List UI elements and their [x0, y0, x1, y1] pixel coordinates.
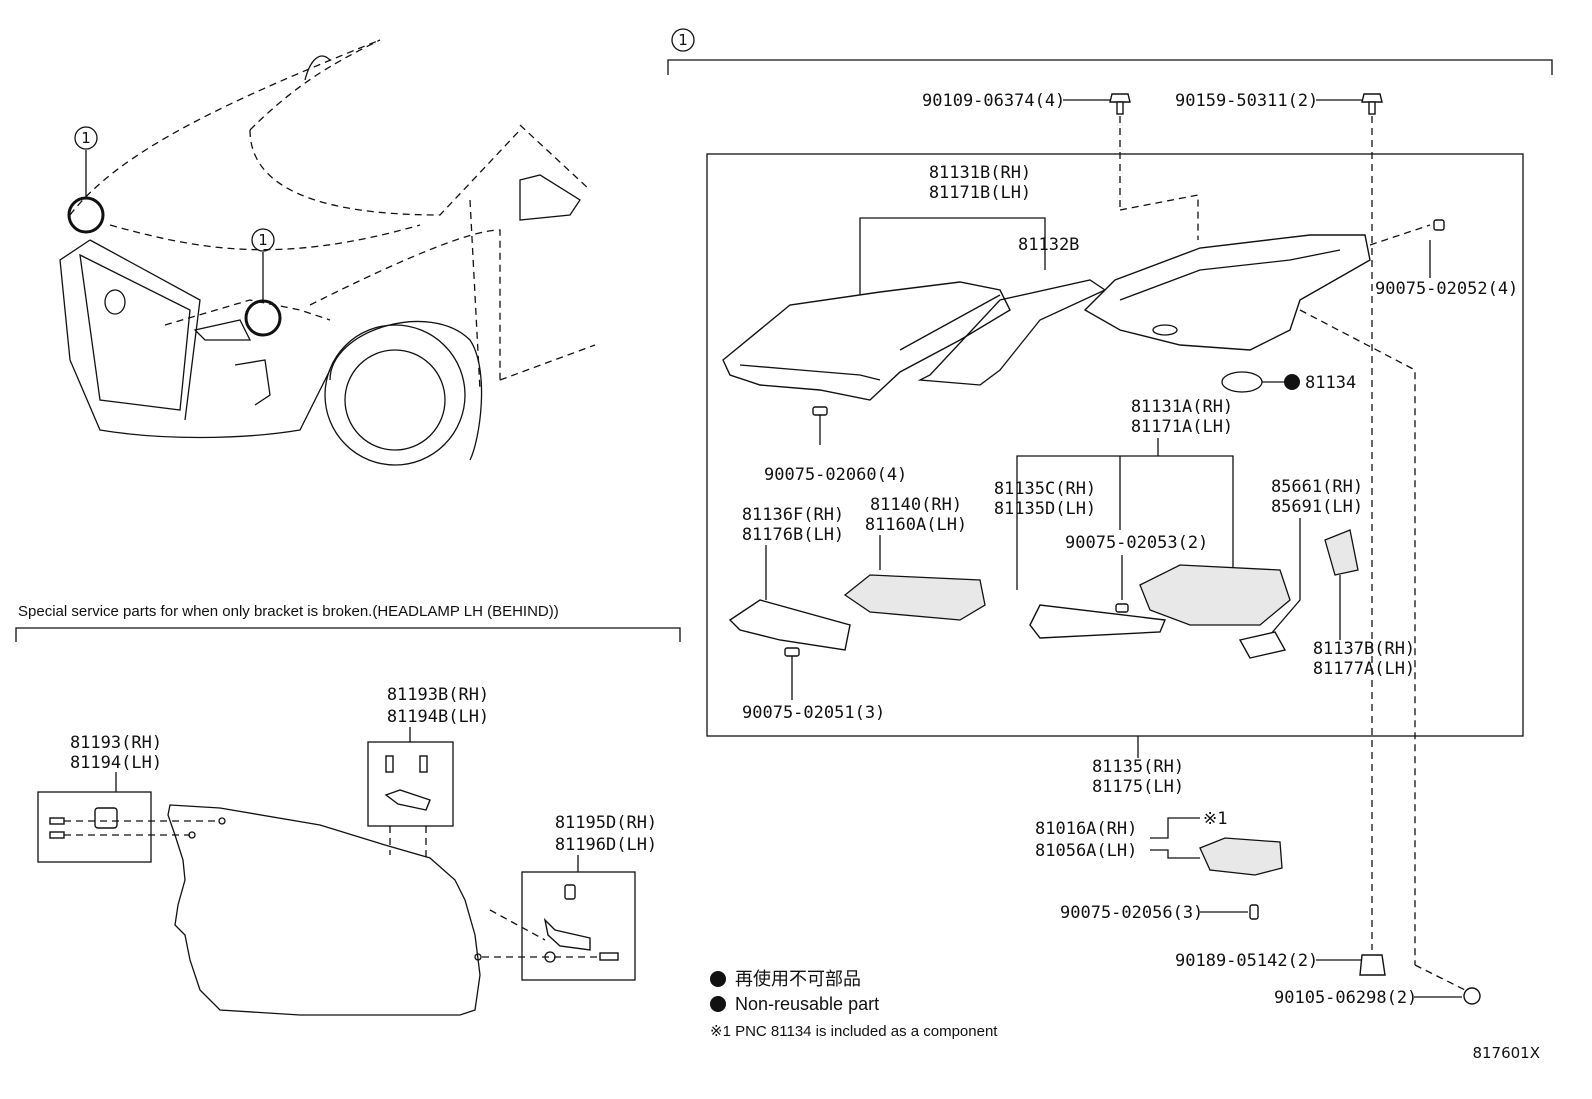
non-reusable-bullet [710, 971, 726, 987]
part-label: 81131B(RH) [929, 163, 1031, 183]
note-mark: ※1 [1203, 809, 1227, 829]
leveling-actuator [1199, 837, 1283, 876]
headlamp-location-marker [244, 299, 282, 337]
part-label: 81195D(RH) [555, 813, 657, 833]
part-label: 81176B(LH) [742, 525, 844, 545]
part-label: 81177A(LH) [1313, 659, 1415, 679]
seal-ring [1221, 371, 1263, 393]
part-label: 81193B(RH) [387, 685, 489, 705]
part-label: 81136F(RH) [742, 505, 844, 525]
control-module [1238, 631, 1287, 659]
headlamp-location-marker [67, 196, 105, 234]
part-label: 90075-02056(3) [1060, 903, 1203, 923]
part-label: 90075-02053(2) [1065, 533, 1208, 553]
legend-en: Non-reusable part [735, 994, 879, 1014]
part-label: 81160A(LH) [865, 515, 967, 535]
part-label: 90075-02052(4) [1375, 279, 1518, 299]
legend-jp: 再使用不可部品 [735, 969, 861, 989]
part-label: 81194(LH) [70, 753, 162, 773]
part-label: 81134 [1305, 373, 1356, 393]
bracket-part [728, 599, 851, 651]
bolt-icon [1109, 93, 1131, 103]
part-label: 81016A(RH) [1035, 819, 1137, 839]
bolt-icon [1359, 954, 1386, 976]
part-label: 81135(RH) [1092, 757, 1184, 777]
part-label: 81135D(LH) [994, 499, 1096, 519]
headlamp-lens [722, 281, 1011, 401]
non-reusable-bullet [710, 996, 726, 1012]
assembly-frame [706, 153, 1524, 737]
part-label: 90189-05142(2) [1175, 951, 1318, 971]
drl-unit [843, 574, 986, 621]
figure-id: 817601X [1472, 1044, 1540, 1062]
led-unit [1324, 529, 1359, 576]
projector-body [1139, 564, 1291, 626]
part-label: 81056A(LH) [1035, 841, 1137, 861]
part-label: 90159-50311(2) [1175, 91, 1318, 111]
part-label: 81131A(RH) [1131, 397, 1233, 417]
car-callouts: 1 1 [67, 126, 282, 337]
part-label: 90109-06374(4) [922, 91, 1065, 111]
part-label: 81175(LH) [1092, 777, 1184, 797]
assembly-section: 1 90109-06374(4) 90159-50311(2) 81131B(R… [667, 28, 1553, 1008]
part-label: 90075-02060(4) [764, 465, 907, 485]
part-label: 81193(RH) [70, 733, 162, 753]
part-label: 81132B [1018, 235, 1079, 255]
part-label: 85661(RH) [1271, 477, 1363, 497]
bolt-icon [1463, 987, 1481, 1005]
callout-number: 1 [81, 129, 91, 147]
part-label: 81194B(LH) [387, 707, 489, 727]
part-label: 81171B(LH) [929, 183, 1031, 203]
part-label: 90075-02051(3) [742, 703, 885, 723]
legend-note: ※1 PNC 81134 is included as a component [710, 1023, 998, 1040]
part-label: 81135C(RH) [994, 479, 1096, 499]
part-label: 81137B(RH) [1313, 639, 1415, 659]
part-label: 90105-06298(2) [1274, 988, 1417, 1008]
part-label: 81171A(LH) [1131, 417, 1233, 437]
legend: 再使用不可部品 Non-reusable part ※1 PNC 81134 i… [710, 969, 998, 1040]
bolt-icon [1361, 93, 1383, 103]
special-service-section: Special service parts for when only brac… [15, 603, 681, 1016]
vehicle-front-illustration [59, 39, 596, 466]
bracket-part [1029, 604, 1167, 639]
callout-number: 1 [258, 231, 268, 249]
part-label: 81140(RH) [870, 495, 962, 515]
special-service-heading: Special service parts for when only brac… [18, 603, 559, 620]
part-label: 81196D(LH) [555, 835, 657, 855]
callout-number: 1 [678, 31, 688, 49]
part-label: 85691(LH) [1271, 497, 1363, 517]
non-reusable-bullet [1284, 374, 1300, 390]
headlamp-housing [1083, 234, 1371, 351]
